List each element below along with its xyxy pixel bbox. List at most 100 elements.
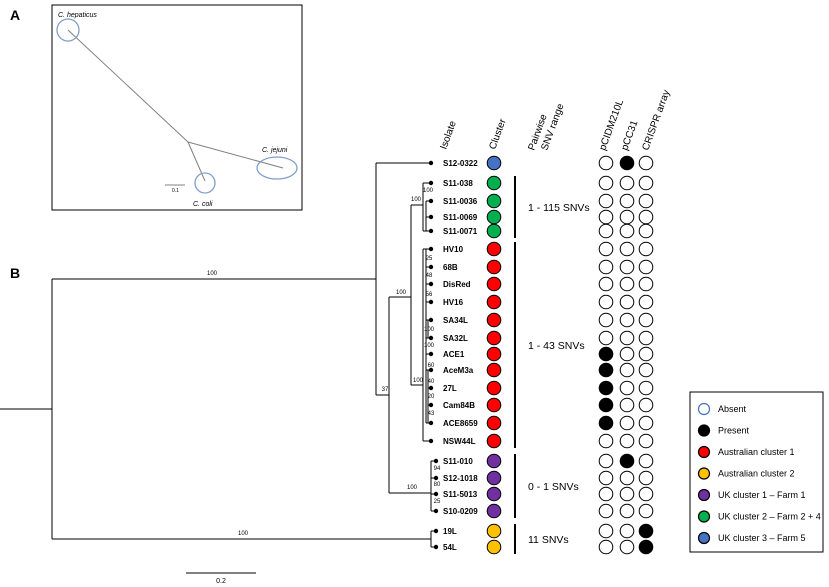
tree-tip-node	[428, 281, 434, 287]
cluster-dot	[486, 415, 502, 431]
isolate-label: S11-5013	[443, 490, 478, 499]
tree-tip-node	[428, 214, 434, 220]
inset-label-hepaticus: C. hepaticus	[58, 12, 97, 19]
presence-dot-absent	[598, 294, 614, 310]
isolate-label: ACE8659	[443, 419, 478, 428]
presence-dot-absent	[638, 397, 654, 413]
cluster-dot	[486, 539, 502, 555]
presence-dot-absent	[638, 223, 654, 239]
presence-dot-absent	[619, 486, 635, 502]
cluster-dot	[486, 453, 502, 469]
presence-dot-absent	[619, 223, 635, 239]
presence-dot-absent	[619, 259, 635, 275]
presence-dot-present	[598, 397, 614, 413]
bootstrap-orange: 100	[238, 531, 249, 537]
cluster-dot	[486, 330, 502, 346]
presence-dot-absent	[638, 453, 654, 469]
presence-dot-absent	[638, 346, 654, 362]
tree-tip-node	[428, 385, 434, 391]
presence-dot-absent	[638, 330, 654, 346]
cluster-dot	[486, 470, 502, 486]
snv-range-label: 1 - 43 SNVs	[528, 340, 585, 352]
inset-branch-hepaticus	[67, 29, 189, 143]
snv-range-label: 0 - 1 SNVs	[528, 481, 579, 493]
presence-dot-absent	[619, 312, 635, 328]
presence-dot-absent	[619, 539, 635, 555]
isolate-label: 54L	[443, 543, 457, 552]
presence-dot-absent	[638, 241, 654, 257]
presence-dot-absent	[598, 330, 614, 346]
bootstrap-minor: 94	[434, 466, 441, 472]
inset-tree-panel: C. hepaticus C. jejuni C. coli 0.1	[51, 4, 303, 211]
bootstrap-minor: 25	[434, 499, 441, 505]
bootstrap-purple: 100	[407, 485, 418, 491]
column-header-crispr-array: CRISPR array	[640, 89, 672, 152]
legend-swatch-orange	[697, 467, 711, 480]
bootstrap-minor: 100	[423, 188, 434, 194]
presence-dot-present	[598, 380, 614, 396]
presence-dot-absent	[598, 223, 614, 239]
cluster-dot	[486, 486, 502, 502]
isolate-label: S11-0036	[443, 197, 478, 206]
presence-dot-absent	[598, 155, 614, 171]
presence-dot-absent	[598, 241, 614, 257]
presence-dot-absent	[598, 276, 614, 292]
cluster-dot	[486, 155, 502, 171]
tree-tip-node	[433, 544, 439, 550]
cluster-dot	[486, 276, 502, 292]
isolate-label: S12-1018	[443, 474, 478, 483]
presence-dot-absent	[638, 486, 654, 502]
presence-dot-absent	[619, 470, 635, 486]
presence-dot-absent	[598, 209, 614, 225]
tree-tip-node	[428, 367, 434, 373]
bootstrap-green: 100	[411, 197, 422, 203]
presence-dot-absent	[619, 415, 635, 431]
presence-dot-absent	[638, 259, 654, 275]
presence-dot-absent	[619, 241, 635, 257]
presence-dot-absent	[598, 503, 614, 519]
legend-label: UK cluster 2 – Farm 2 + 4	[718, 512, 821, 522]
inset-branch-coli	[187, 141, 206, 182]
presence-dot-absent	[638, 362, 654, 378]
presence-dot-present	[619, 155, 635, 171]
legend-label: Australian cluster 2	[718, 469, 795, 479]
presence-dot-absent	[638, 312, 654, 328]
cluster-dot	[486, 346, 502, 362]
inset-scale-label: 0.1	[172, 188, 179, 194]
cluster-dot	[486, 241, 502, 257]
presence-dot-absent	[598, 193, 614, 209]
bootstrap-minor: 100	[424, 343, 435, 349]
bootstrap-minor: 25	[426, 256, 433, 262]
snv-range-label: 11 SNVs	[528, 534, 569, 546]
presence-dot-absent	[598, 523, 614, 539]
isolate-label: HV10	[443, 245, 464, 254]
inset-branch-jejuni	[187, 141, 284, 169]
isolate-label: S11-0071	[443, 227, 478, 236]
presence-dot-absent	[638, 294, 654, 310]
presence-dot-absent	[638, 276, 654, 292]
presence-dot-absent	[638, 175, 654, 191]
bootstrap-aus-uk: 100	[396, 290, 407, 296]
bootstrap-minor: 40	[428, 379, 435, 385]
cluster-dot	[486, 523, 502, 539]
legend-swatch-blue	[697, 531, 711, 545]
isolate-label: S11-038	[443, 179, 473, 188]
tree-tip-node	[433, 491, 439, 497]
tree-tip-node	[433, 458, 439, 464]
presence-dot-absent	[638, 503, 654, 519]
isolate-label: ACE1	[443, 350, 465, 359]
cluster-dot	[486, 380, 502, 396]
presence-dot-absent	[619, 209, 635, 225]
tree-tip-node	[428, 228, 434, 234]
isolate-label: Cam84B	[443, 401, 475, 410]
legend-label: UK cluster 3 – Farm 5	[718, 533, 806, 543]
presence-dot-absent	[598, 539, 614, 555]
legend-swatch-green	[697, 510, 711, 523]
presence-dot-absent	[619, 433, 635, 449]
presence-dot-present	[598, 362, 614, 378]
legend-swatch-red	[697, 445, 711, 459]
bootstrap-minor: 100	[424, 327, 435, 333]
